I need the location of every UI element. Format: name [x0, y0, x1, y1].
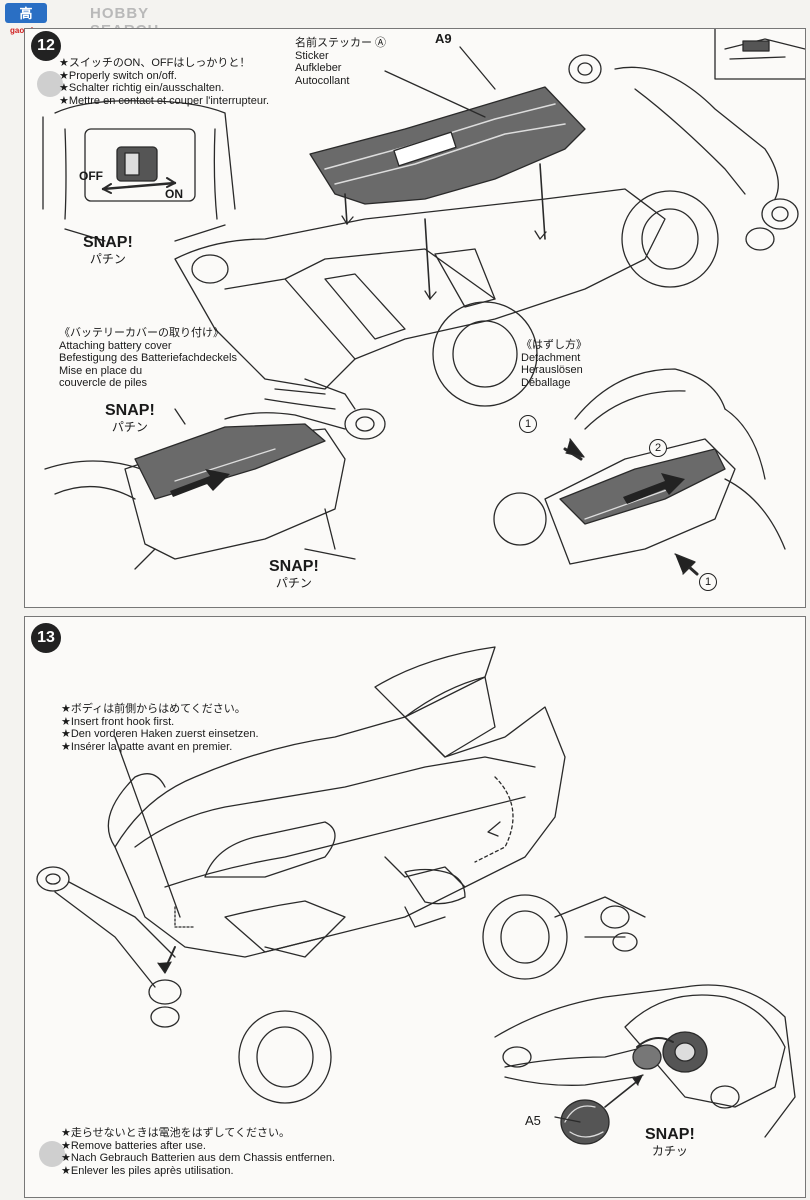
step-13-number: 13 [31, 623, 61, 653]
svg-text:高: 高 [19, 6, 32, 22]
battery-removal-drawing [494, 984, 796, 1145]
snap-a5-label: SNAP! [645, 1126, 695, 1143]
detachment-title-de: Herauslösen [521, 364, 583, 376]
battery-cover-title-fr-1: Mise en place du [59, 364, 143, 377]
car-body-drawing [36, 646, 646, 1104]
attach-cover-drawing [44, 388, 356, 570]
switch-note-fr: ★Mettre en contact et couper l'interrupt… [59, 94, 270, 107]
step-13-illustration [36, 646, 796, 1145]
battery-cover-title: 《バッテリーカバーの取り付け》 Attaching battery cover … [59, 327, 237, 390]
sticker-label-en: Sticker [295, 49, 329, 62]
body-note-jp: ★ボディは前側からはめてください。 [61, 703, 246, 715]
snap-cover-top: SNAP! パチン [105, 403, 155, 435]
battery-note-fr: ★Enlever les piles après utilisation. [61, 1164, 234, 1177]
detachment-title-en: Detachment [521, 351, 581, 364]
snap-a5: SNAP! カチッ [645, 1127, 695, 1159]
snap-switch-jp: パチン [89, 252, 126, 266]
step-13-panel: 13 ★ボディは前側からはめてください。 ★Insert front hook … [24, 616, 806, 1198]
detach-step-marker-2: 2 [649, 439, 667, 457]
battery-note-en: ★Remove batteries after use. [61, 1139, 206, 1152]
note-marker-dot [37, 71, 63, 97]
snap-cover-bottom-jp: パチン [275, 576, 312, 590]
step-12-illustration [42, 29, 805, 576]
detachment-title: 《はずし方》 Detachment Herauslösen Déballage [521, 339, 587, 389]
battery-cover-title-jp: 《バッテリーカバーの取り付け》 [59, 327, 224, 339]
detachment-drawing [493, 368, 786, 576]
battery-note-de: ★Nach Gebrauch Batterien aus dem Chassis… [61, 1152, 336, 1164]
step-12-number: 12 [31, 31, 61, 61]
body-note: ★ボディは前側からはめてください。 ★Insert front hook fir… [61, 703, 259, 753]
snap-a5-jp: カチッ [651, 1144, 688, 1158]
snap-switch: SNAP! パチン [83, 235, 133, 267]
battery-note: ★走らせないときは電池をはずしてください。 ★Remove batteries … [61, 1127, 335, 1177]
snap-cover-top-jp: パチン [111, 420, 148, 434]
part-a9-label: A9 [435, 31, 452, 46]
body-note-en: ★Insert front hook first. [61, 715, 175, 728]
snap-cover-top-label: SNAP! [105, 402, 155, 419]
detach-step-marker-1-bottom: 1 [699, 573, 717, 591]
switch-detail-drawing [42, 100, 236, 242]
battery-cover-title-en: Attaching battery cover [59, 339, 172, 352]
detach-step-marker-1-top: 1 [519, 415, 537, 433]
body-note-fr: ★Insérer la patte avant en premier. [61, 740, 233, 753]
note-marker-dot [39, 1141, 65, 1167]
inset-detail-drawing [714, 29, 805, 80]
body-note-de: ★Den vorderen Haken zuerst einsetzen. [61, 728, 259, 740]
battery-cover-title-fr-2: couvercle de piles [59, 377, 148, 389]
snap-switch-label: SNAP! [83, 234, 133, 251]
snap-cover-bottom: SNAP! パチン [269, 559, 319, 591]
detachment-title-jp: 《はずし方》 [521, 339, 587, 351]
step-12-panel: 12 ★スイッチのON、OFFはしっかりと！ ★Properly switch … [24, 28, 806, 608]
sticker-label-jp: 名前ステッカー Ⓐ [295, 37, 387, 49]
battery-note-jp: ★走らせないときは電池をはずしてください。 [61, 1127, 290, 1139]
switch-note-de: ★Schalter richtig ein/ausschalten. [59, 82, 225, 94]
sticker-label: 名前ステッカー Ⓐ Sticker Aufkleber Autocollant [295, 37, 386, 87]
battery-cover-title-de: Befestigung des Batteriefachdeckels [59, 352, 237, 364]
switch-note-en: ★Properly switch on/off. [59, 69, 177, 82]
part-a5-label: A5 [525, 1113, 541, 1128]
switch-on-label: ON [165, 187, 183, 201]
switch-off-label: OFF [79, 169, 103, 183]
hobby-search-logo-icon: 高 [5, 3, 47, 23]
sticker-label-de: Aufkleber [295, 62, 342, 74]
switch-note: ★スイッチのON、OFFはしっかりと！ ★Properly switch on/… [59, 57, 269, 107]
chassis-main-drawing [174, 46, 799, 440]
snap-cover-bottom-label: SNAP! [269, 558, 319, 575]
detachment-title-fr: Déballage [521, 376, 571, 389]
sticker-label-fr: Autocollant [295, 74, 350, 87]
switch-note-jp: ★スイッチのON、OFFはしっかりと！ [59, 57, 251, 69]
